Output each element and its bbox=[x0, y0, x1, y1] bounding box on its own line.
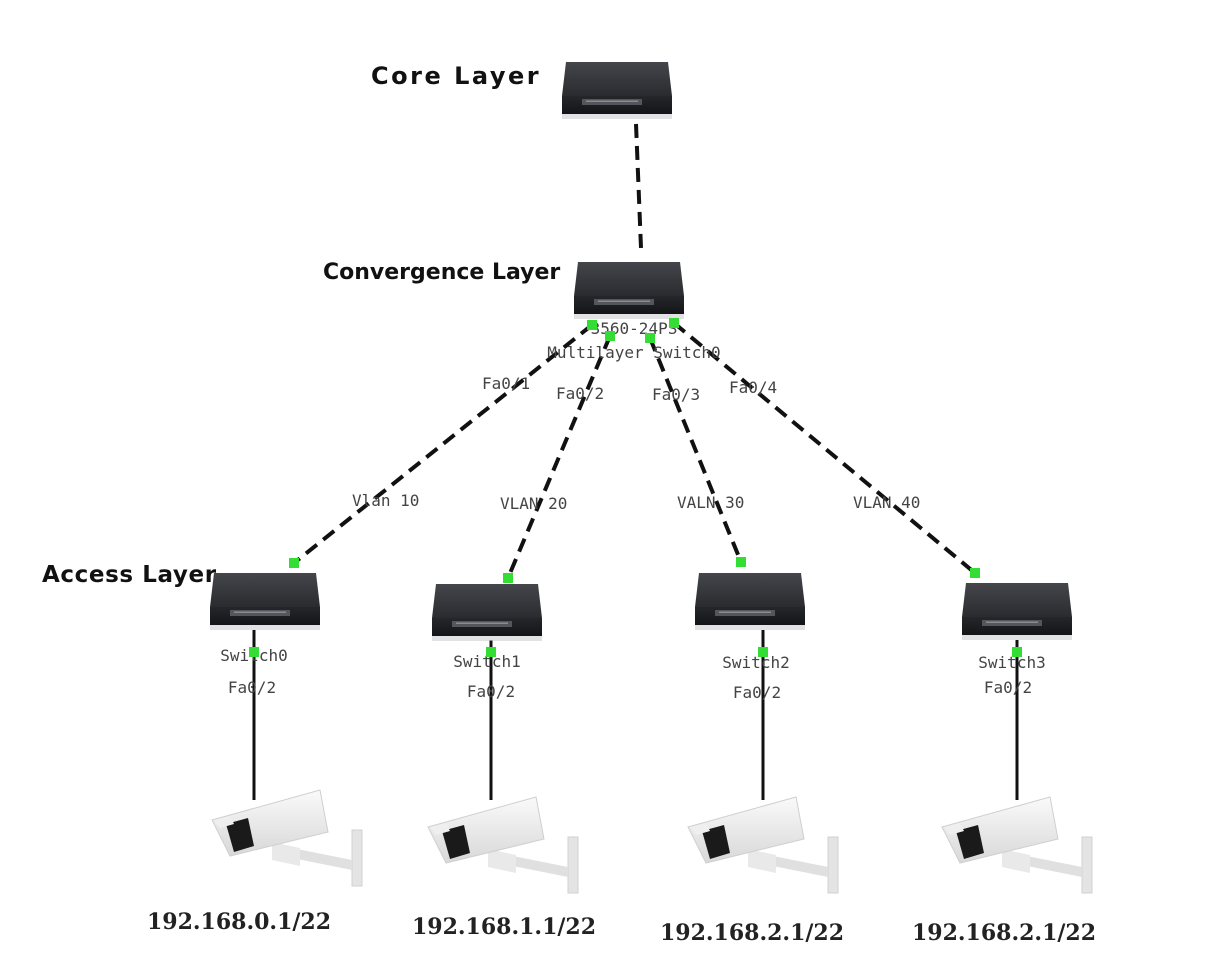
access-switch-name: Switch2 bbox=[722, 653, 789, 672]
access-port-label: Fa0/2 bbox=[984, 678, 1032, 697]
access-switch-2[interactable] bbox=[695, 573, 805, 630]
camera-1[interactable] bbox=[427, 796, 579, 894]
uplink-port-label: Fa0/1 bbox=[482, 374, 530, 393]
vlan-label: VLAN 20 bbox=[500, 494, 567, 513]
camera-ip-label: 192.168.2.1/22 bbox=[660, 920, 844, 946]
access-port-label: Fa0/2 bbox=[733, 683, 781, 702]
vlan-label: VLAN 40 bbox=[853, 493, 920, 512]
access-switch-0[interactable] bbox=[210, 573, 320, 630]
camera-ip-label: 192.168.1.1/22 bbox=[412, 914, 596, 940]
port-leds bbox=[249, 318, 1022, 657]
access-port-label: Fa0/2 bbox=[228, 678, 276, 697]
uplink-port-label: Fa0/3 bbox=[652, 385, 700, 404]
port-led bbox=[736, 557, 746, 567]
vlan-label: Vlan 10 bbox=[352, 491, 419, 510]
port-led bbox=[758, 647, 768, 657]
camera-ip-label: 192.168.2.1/22 bbox=[912, 920, 1096, 946]
port-led bbox=[669, 318, 679, 328]
uplink-link bbox=[506, 335, 612, 579]
port-led bbox=[1012, 647, 1022, 657]
port-led bbox=[249, 647, 259, 657]
port-led bbox=[587, 320, 597, 330]
camera-2[interactable] bbox=[687, 796, 839, 894]
convergence-switch-name: Multilayer Switch0 bbox=[547, 343, 720, 362]
core-convergence-link bbox=[634, 123, 643, 249]
vlan-label: VALN 30 bbox=[677, 493, 744, 512]
uplink-link bbox=[292, 323, 594, 565]
convergence-switch[interactable] bbox=[574, 262, 684, 319]
access-switch-name: Switch1 bbox=[453, 652, 520, 671]
uplink-link bbox=[648, 337, 743, 563]
access-switch-name: Switch3 bbox=[978, 653, 1045, 672]
camera-ip-label: 192.168.0.1/22 bbox=[147, 909, 331, 935]
links bbox=[252, 123, 1019, 800]
convergence-switch-model: 3560-24PS bbox=[591, 319, 678, 338]
camera-3[interactable] bbox=[941, 796, 1093, 894]
core-switch[interactable] bbox=[562, 62, 672, 119]
port-led bbox=[289, 558, 299, 568]
core-layer-label: Core Layer bbox=[371, 62, 541, 90]
access-switch-3[interactable] bbox=[962, 583, 1072, 640]
uplink-port-label: Fa0/2 bbox=[556, 384, 604, 403]
access-switch-1[interactable] bbox=[432, 584, 542, 641]
access-layer-label: Access Layer bbox=[42, 562, 217, 588]
uplink-port-label: Fa0/4 bbox=[729, 378, 777, 397]
access-port-label: Fa0/2 bbox=[467, 682, 515, 701]
port-led bbox=[605, 331, 615, 341]
convergence-layer-label: Convergence Layer bbox=[323, 260, 560, 285]
port-led bbox=[503, 573, 513, 583]
port-led bbox=[486, 647, 496, 657]
port-led bbox=[645, 333, 655, 343]
camera-0[interactable] bbox=[211, 789, 363, 887]
port-led bbox=[970, 568, 980, 578]
